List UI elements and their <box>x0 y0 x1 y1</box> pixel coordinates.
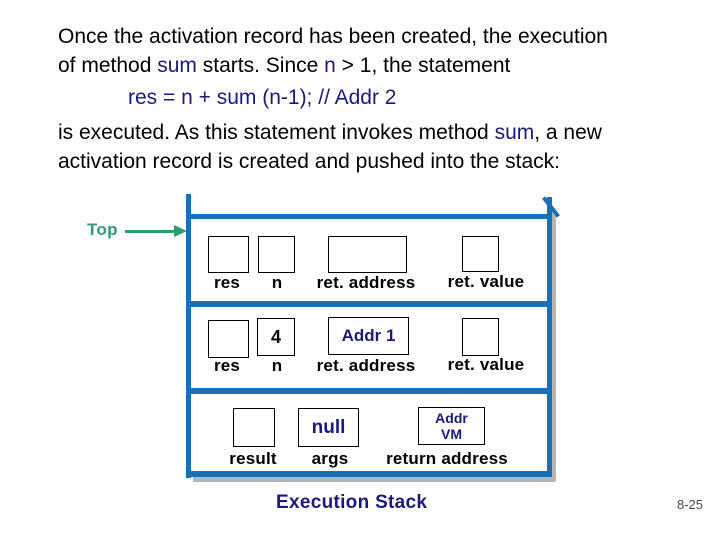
rec3-args-box: null <box>298 408 359 447</box>
stack-right-edge <box>547 197 552 477</box>
arrow-right-icon <box>174 225 187 237</box>
rec1-n-label: n <box>271 273 283 292</box>
rec3-result-box <box>233 408 275 447</box>
record-divider <box>186 388 552 394</box>
record-divider <box>186 301 552 307</box>
cell-value: Addr 1 <box>341 326 396 345</box>
rec2-ret-value-label: ret. value <box>447 355 525 374</box>
record-divider <box>186 471 552 477</box>
cell-value: 4 <box>270 326 281 347</box>
rec2-ret-value-box <box>462 318 499 356</box>
keyword-sum: sum <box>494 121 535 144</box>
record-divider <box>186 214 552 219</box>
code-statement: res = n + sum (n-1); // Addr 2 <box>128 86 397 109</box>
keyword-sum: sum <box>157 54 197 77</box>
text-segment: starts. Since <box>196 54 325 77</box>
rec1-ret-value-box <box>462 236 499 272</box>
rec2-res-label: res <box>213 356 241 375</box>
text-line-2: of method sum starts. Since n > 1, the s… <box>58 51 608 80</box>
text-segment: > 1, the statement <box>335 54 511 77</box>
rec1-ret-address-box <box>328 236 407 273</box>
text-segment: Once the activation record has been crea… <box>58 25 608 48</box>
stack-shadow <box>193 477 555 482</box>
cell-value: Addr VM <box>435 410 468 442</box>
cell-value: null <box>311 416 346 438</box>
rec1-res-label: res <box>213 273 241 292</box>
rec3-args-label: args <box>311 449 349 468</box>
text-segment: , a new <box>534 121 602 144</box>
text-segment: is executed. As this statement invokes m… <box>58 121 495 144</box>
rec3-return-address-box: Addr VM <box>418 407 485 445</box>
rec2-n-box: 4 <box>257 318 295 356</box>
stack-left-edge <box>186 194 191 478</box>
text-line-1: Once the activation record has been crea… <box>58 22 608 51</box>
rec1-ret-value-label: ret. value <box>447 272 525 291</box>
keyword-n: n <box>324 54 336 77</box>
body-text: Once the activation record has been crea… <box>58 22 608 176</box>
text-segment: activation record is created and pushed … <box>58 150 560 173</box>
page-number: 8-25 <box>677 497 704 512</box>
top-arrow-line <box>125 230 176 233</box>
rec3-result-label: result <box>229 449 277 468</box>
stack-shadow <box>552 212 556 481</box>
rec2-ret-address-box: Addr 1 <box>328 317 409 355</box>
rec3-return-address-label: return address <box>386 449 508 468</box>
rec2-ret-address-label: ret. address <box>316 356 416 375</box>
diagram-caption: Execution Stack <box>276 492 428 513</box>
text-line-5: activation record is created and pushed … <box>58 147 608 176</box>
rec1-res-box <box>208 236 249 273</box>
text-segment: of method <box>58 54 158 77</box>
rec1-n-box <box>258 236 295 273</box>
rec2-res-box <box>208 320 249 358</box>
text-line-4: is executed. As this statement invokes m… <box>58 118 608 147</box>
stack-top-label: Top <box>87 220 118 239</box>
rec2-n-label: n <box>271 356 283 375</box>
rec1-ret-address-label: ret. address <box>316 273 416 292</box>
